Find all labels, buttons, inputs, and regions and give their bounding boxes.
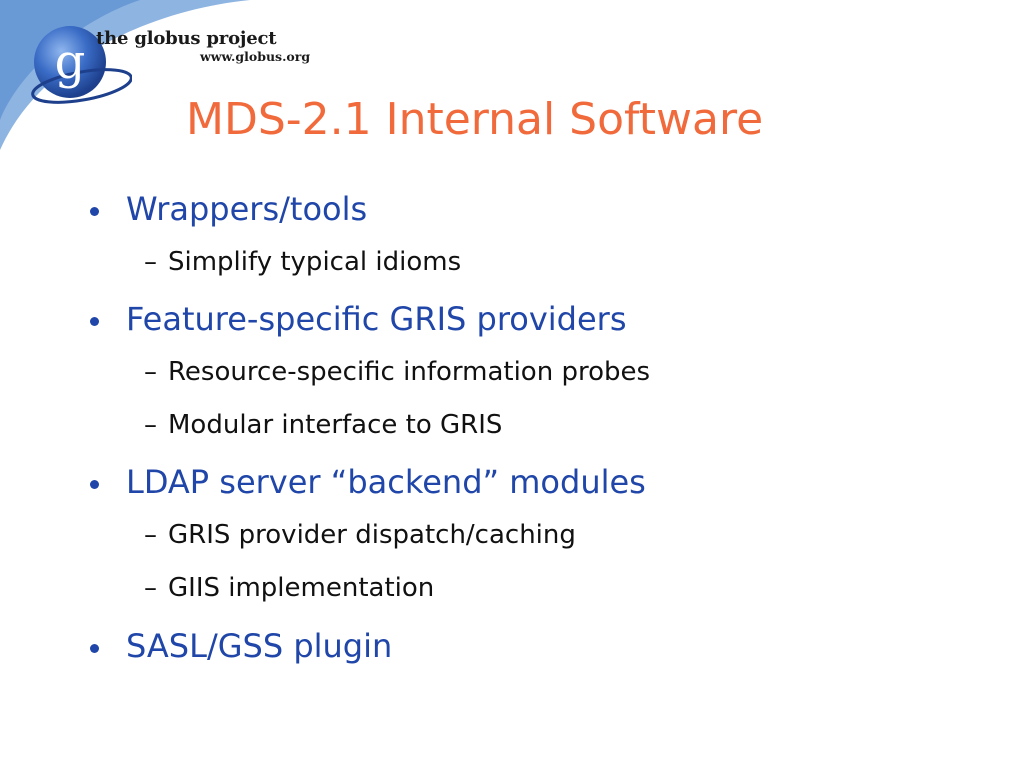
slide-title: MDS-2.1 Internal Software — [186, 94, 764, 145]
dash-icon: – — [144, 410, 157, 440]
sub-bullet-text: GRIS provider dispatch/caching — [168, 520, 576, 550]
sub-bullet-item: –Resource-specific information probes — [144, 357, 650, 387]
sub-bullet-item: –Simplify typical idioms — [144, 247, 461, 277]
globus-logo-icon: g — [31, 26, 132, 104]
bullet-item: Feature-specific GRIS providers — [90, 300, 627, 338]
bullet-item: Wrappers/tools — [90, 190, 368, 228]
dash-icon: – — [144, 573, 157, 603]
bullet-text: LDAP server “backend” modules — [126, 463, 646, 501]
dash-icon: – — [144, 357, 157, 387]
sub-bullet-text: Simplify typical idioms — [168, 247, 462, 277]
bullet-item: SASL/GSS plugin — [90, 627, 393, 665]
dash-icon: – — [144, 520, 157, 550]
bullet-text: Feature-specific GRIS providers — [126, 300, 627, 338]
dash-icon: – — [144, 247, 157, 277]
sub-bullet-text: Resource-specific information probes — [168, 357, 651, 387]
sub-bullet-text: GIIS implementation — [168, 573, 435, 603]
bullet-dot-icon — [90, 317, 99, 326]
bullet-item: LDAP server “backend” modules — [90, 463, 646, 501]
bullet-dot-icon — [90, 207, 99, 216]
sub-bullet-item: –GIIS implementation — [144, 573, 434, 603]
sub-bullet-item: –Modular interface to GRIS — [144, 410, 502, 440]
bullet-text: Wrappers/tools — [126, 190, 368, 228]
bullet-dot-icon — [90, 644, 99, 653]
bullet-dot-icon — [90, 480, 99, 489]
bullet-text: SASL/GSS plugin — [126, 627, 393, 665]
logo-name: the globus project — [96, 28, 277, 49]
sub-bullet-item: –GRIS provider dispatch/caching — [144, 520, 576, 550]
logo-mark: g — [55, 34, 86, 90]
logo-url: www.globus.org — [200, 49, 311, 64]
sub-bullet-text: Modular interface to GRIS — [168, 410, 503, 440]
